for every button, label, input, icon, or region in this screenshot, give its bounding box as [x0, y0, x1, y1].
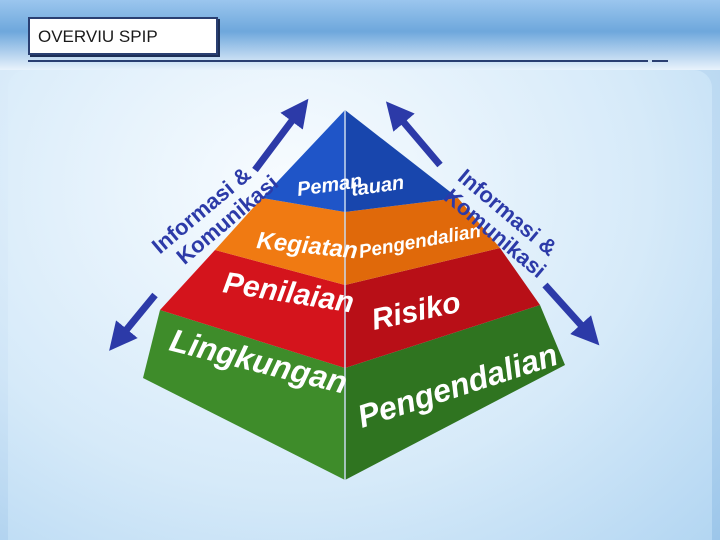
layer2-left	[215, 198, 345, 285]
left-up-arrow	[252, 98, 309, 173]
title-underline	[28, 60, 648, 62]
apex-right	[345, 110, 458, 212]
layer3-right	[345, 248, 540, 368]
title-box: OVERVIU SPIP	[28, 17, 218, 55]
title-underline-tail	[652, 60, 668, 62]
layer3-left	[160, 250, 345, 368]
layer2-right	[345, 198, 500, 285]
right-down-arrow	[542, 282, 600, 346]
right-up-arrow	[385, 101, 443, 168]
apex-left	[262, 110, 345, 212]
left-down-arrow	[109, 292, 158, 351]
slide-title: OVERVIU SPIP	[38, 27, 158, 46]
base-layer-left	[143, 310, 345, 480]
base-layer-right	[345, 305, 565, 480]
